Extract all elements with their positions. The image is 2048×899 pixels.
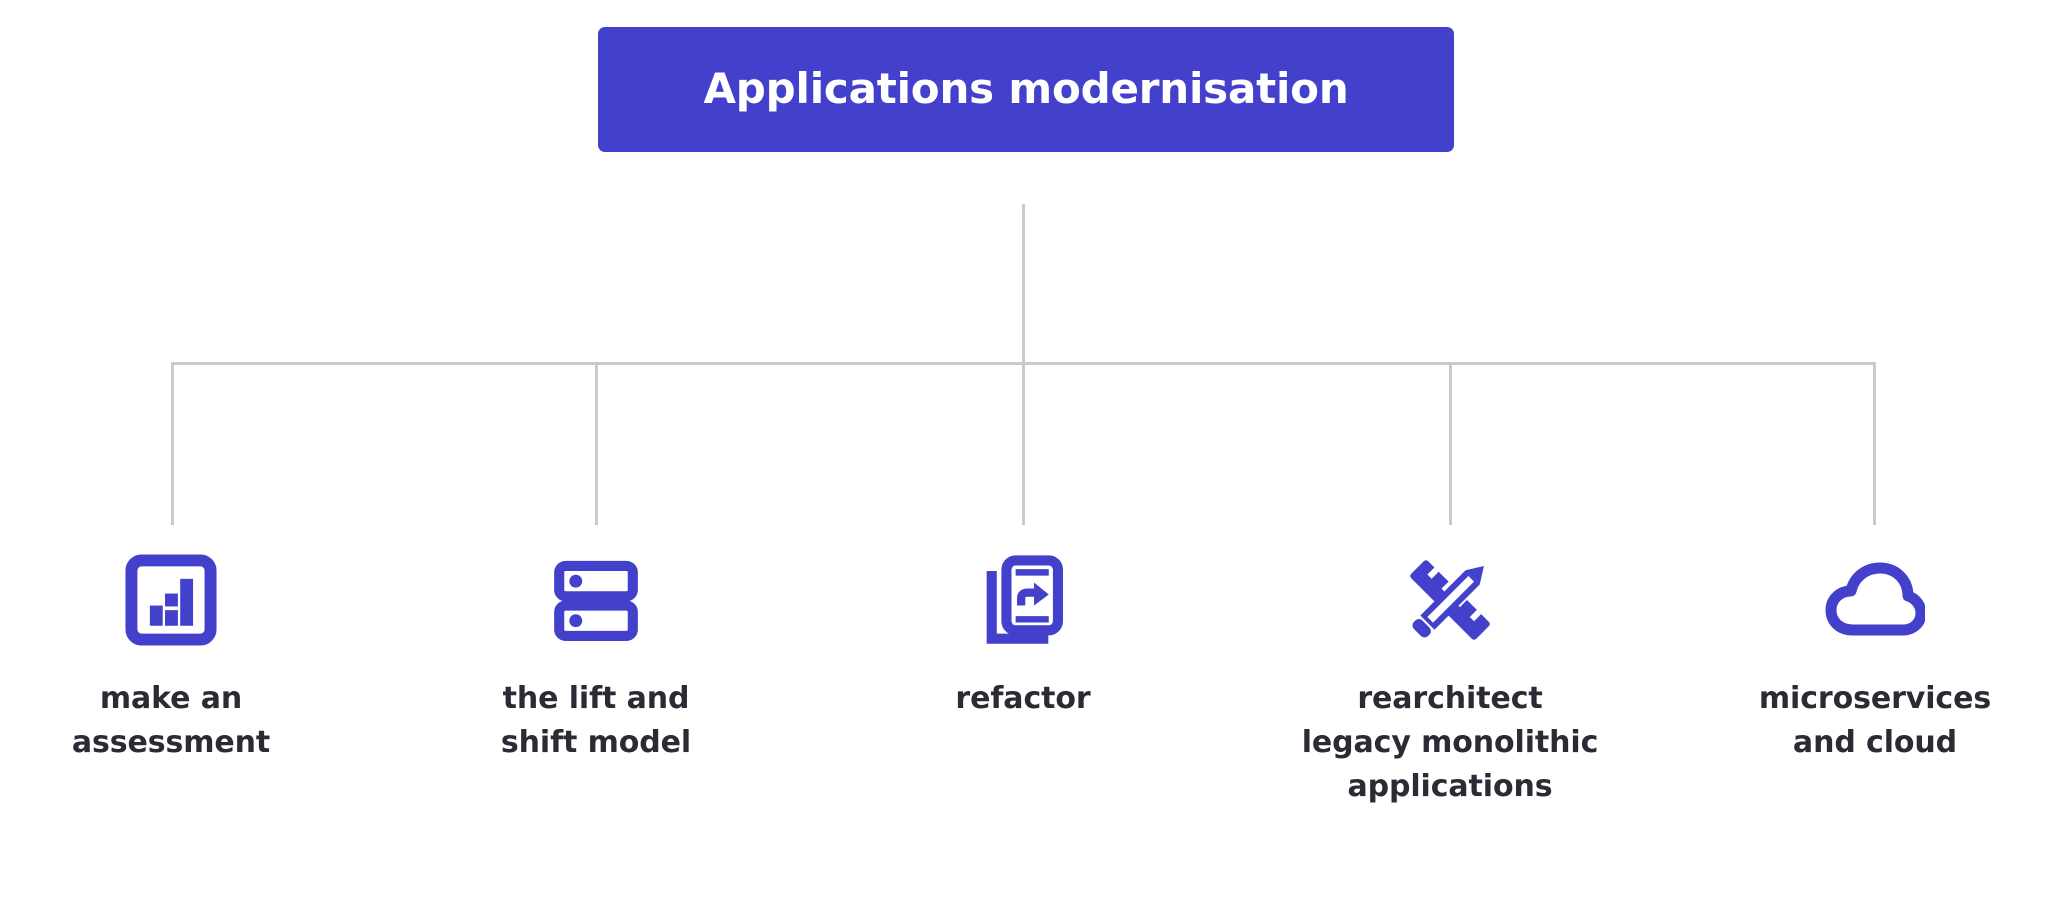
branch-node-make-an-assessment[interactable]: make an assessment: [21, 545, 321, 765]
branch-node-microservices-and-cloud[interactable]: microservices and cloud: [1705, 545, 2045, 765]
root-node-applications-modernisation[interactable]: Applications modernisation: [598, 27, 1454, 152]
branch-label: microservices and cloud: [1758, 681, 1992, 760]
branch-label: refactor: [955, 681, 1091, 716]
branch-node-refactor[interactable]: refactor: [873, 545, 1173, 721]
branch-label: make an assessment: [71, 681, 271, 760]
cloud-icon: [1820, 545, 1930, 655]
branch-node-the-lift-and-shift-model[interactable]: the lift and shift model: [446, 545, 746, 765]
mobile-share-icon: [968, 545, 1078, 655]
branch-label: rearchitect legacy monolithic applicatio…: [1301, 681, 1599, 804]
bar-chart-icon: [116, 545, 226, 655]
branch-node-rearchitect-legacy-monolithic-applications[interactable]: rearchitect legacy monolithic applicatio…: [1270, 545, 1630, 808]
ruler-pencil-icon: [1395, 545, 1505, 655]
branch-label: the lift and shift model: [500, 681, 692, 760]
root-node-title: Applications modernisation: [703, 64, 1349, 114]
server-stack-icon: [541, 545, 651, 655]
